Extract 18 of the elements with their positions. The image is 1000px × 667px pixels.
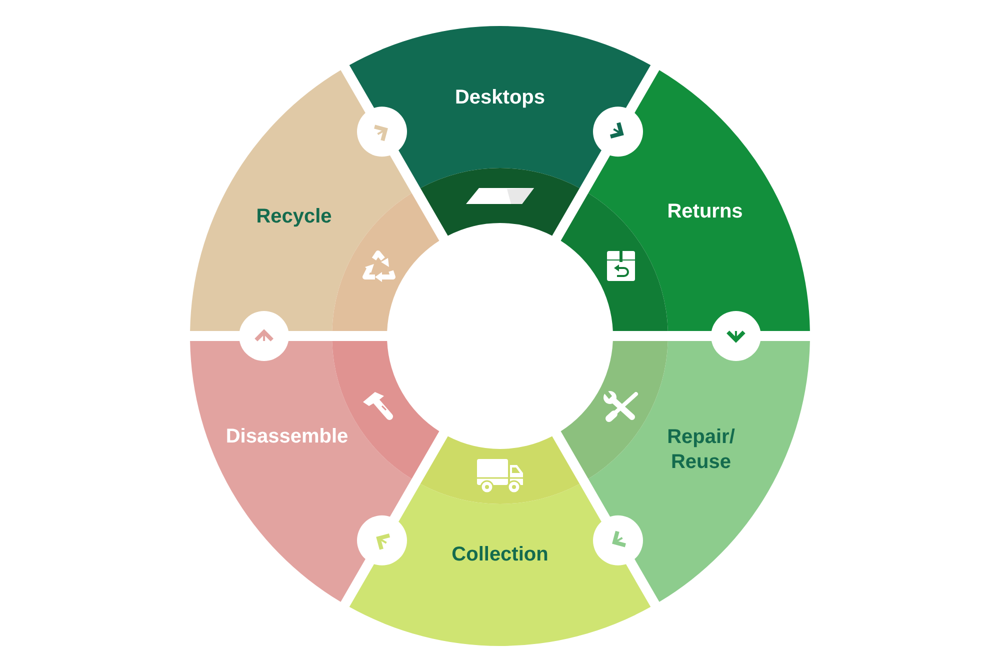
ring-segment — [349, 436, 651, 646]
arrow — [372, 124, 388, 143]
ring-segment — [190, 341, 440, 602]
arrow — [726, 330, 746, 342]
segment-label: Disassemble — [226, 424, 348, 450]
ring-segment — [560, 70, 810, 331]
arrow — [612, 529, 628, 548]
segment-label: Returns — [667, 200, 743, 224]
segment-label: Repair/ Reuse — [667, 425, 735, 475]
arrow — [608, 120, 624, 139]
ring-segment — [349, 26, 651, 236]
arrow — [376, 533, 392, 552]
arrow — [254, 330, 274, 342]
segment-label: Desktops — [454, 86, 546, 110]
segment-label: Recycle — [256, 204, 332, 230]
segment-label: Collection — [452, 542, 548, 568]
ring-segment — [560, 340, 810, 602]
ring-segment — [190, 70, 440, 332]
